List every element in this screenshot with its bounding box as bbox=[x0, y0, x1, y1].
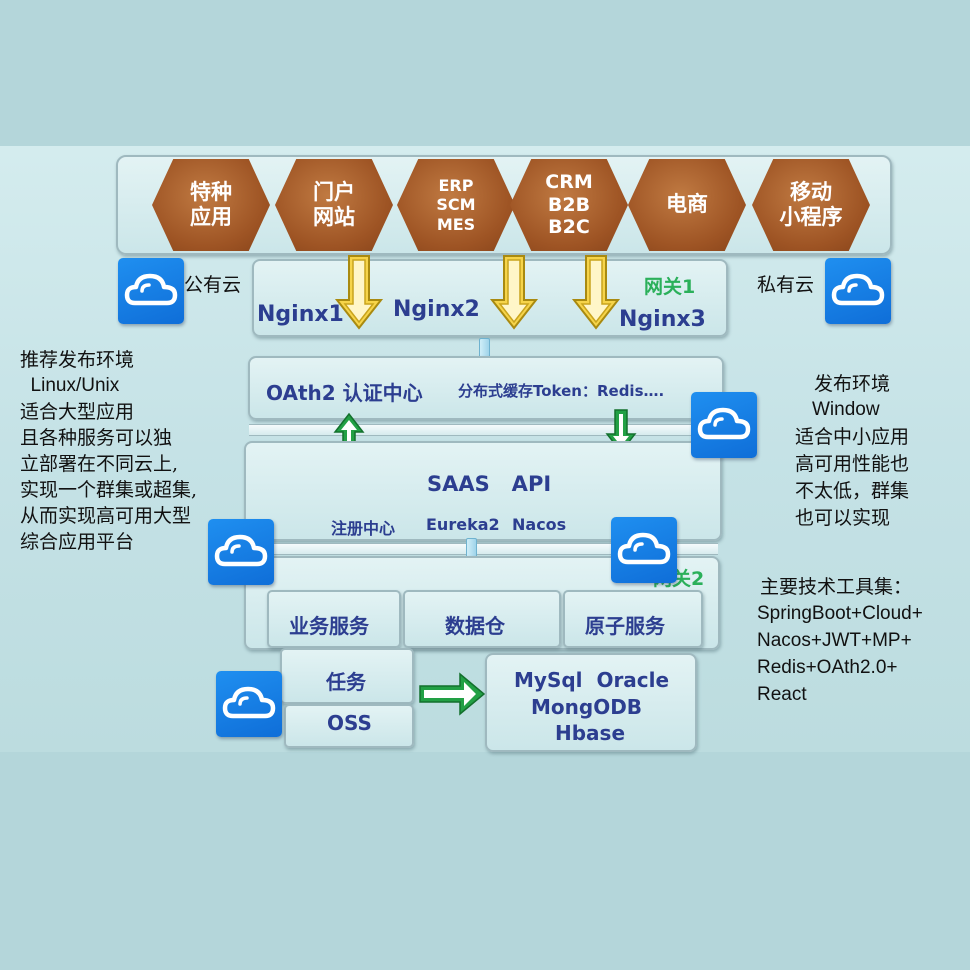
database-box bbox=[485, 653, 697, 752]
tools-line: SpringBoot+Cloud+ bbox=[757, 603, 923, 624]
yellow-arrow-1 bbox=[334, 255, 384, 330]
registry-label: 注册中心 bbox=[331, 519, 396, 538]
yellow-arrow-3 bbox=[571, 255, 621, 330]
right-note-line: 发布环境 bbox=[814, 373, 891, 395]
service-datawarehouse bbox=[403, 590, 561, 648]
db-line1: MySql Oracle bbox=[514, 668, 670, 692]
left-note-line: 且各种服务可以独 bbox=[20, 427, 173, 449]
cloud-icon bbox=[216, 671, 282, 737]
gateway1-label: 网关1 bbox=[644, 276, 696, 298]
cloud-icon bbox=[208, 519, 274, 585]
private-cloud-label: 私有云 bbox=[757, 274, 815, 296]
task-box bbox=[280, 648, 414, 704]
saas-title: SAAS API bbox=[427, 472, 552, 496]
auth-saas-pipe bbox=[249, 424, 721, 436]
left-note-line: 从而实现高可用大型 bbox=[20, 505, 192, 527]
cloud-icon bbox=[825, 258, 891, 324]
left-note-line: Linux/Unix bbox=[20, 375, 120, 396]
nginx1-label: Nginx1 bbox=[257, 302, 344, 327]
left-note-line: 立部署在不同云上, bbox=[20, 453, 179, 475]
service-atomic-label: 原子服务 bbox=[585, 614, 665, 638]
app-crm: CRM B2B B2C bbox=[510, 159, 628, 251]
db-line3: Hbase bbox=[555, 721, 626, 745]
auth-title: OAth2 认证中心 bbox=[266, 381, 423, 405]
left-note-line: 综合应用平台 bbox=[20, 531, 135, 553]
service-business bbox=[267, 590, 401, 648]
saas-services-pipe bbox=[246, 543, 718, 555]
service-datawarehouse-label: 数据仓 bbox=[445, 614, 505, 638]
cloud-icon bbox=[611, 517, 677, 583]
auth-cache-label: 分布式缓存Token：Redis…. bbox=[458, 382, 665, 400]
right-note-line: 高可用性能也 bbox=[795, 453, 910, 475]
left-note-line: 适合大型应用 bbox=[20, 401, 135, 423]
app-special: 特种 应用 bbox=[152, 159, 270, 251]
right-note-line: 不太低，群集 bbox=[795, 480, 910, 502]
gateway1-box bbox=[252, 259, 728, 337]
nacos-label: Nacos bbox=[512, 515, 567, 534]
auth-center-box bbox=[248, 356, 724, 420]
cloud-icon bbox=[691, 392, 757, 458]
tools-title: 主要技术工具集： bbox=[760, 576, 913, 598]
green-right-arrow bbox=[419, 672, 486, 716]
right-note-line: Window bbox=[812, 399, 880, 420]
task-label: 任务 bbox=[326, 670, 366, 694]
tools-line: Redis+OAth2.0+ bbox=[757, 657, 898, 678]
left-note: 推荐发布环境 Linux/Unix 适合大型应用 且各种服务可以独 立部署在不同… bbox=[20, 347, 197, 555]
nginx3-label: Nginx3 bbox=[619, 307, 706, 332]
service-business-label: 业务服务 bbox=[289, 614, 369, 638]
public-cloud-label: 公有云 bbox=[184, 274, 242, 296]
app-miniprogram: 移动 小程序 bbox=[752, 159, 870, 251]
nginx2-label: Nginx2 bbox=[393, 297, 480, 322]
right-note-line: 也可以实现 bbox=[795, 507, 891, 529]
db-line2: MongODB bbox=[531, 695, 643, 719]
service-atomic bbox=[563, 590, 703, 648]
oss-box bbox=[284, 704, 414, 748]
app-portal: 门户 网站 bbox=[275, 159, 393, 251]
app-erp: ERP SCM MES bbox=[397, 159, 515, 251]
eureka-label: Eureka2 bbox=[426, 515, 500, 534]
left-note-line: 实现一个群集或超集, bbox=[20, 479, 198, 501]
right-note-line: 适合中小应用 bbox=[795, 426, 910, 448]
tools-line: React bbox=[757, 684, 807, 705]
cloud-icon bbox=[118, 258, 184, 324]
oss-label: OSS bbox=[327, 711, 372, 735]
app-ecommerce: 电商 bbox=[628, 159, 746, 251]
yellow-arrow-2 bbox=[489, 255, 539, 330]
tools-line: Nacos+JWT+MP+ bbox=[757, 630, 912, 651]
left-note-line: 推荐发布环境 bbox=[20, 349, 135, 371]
